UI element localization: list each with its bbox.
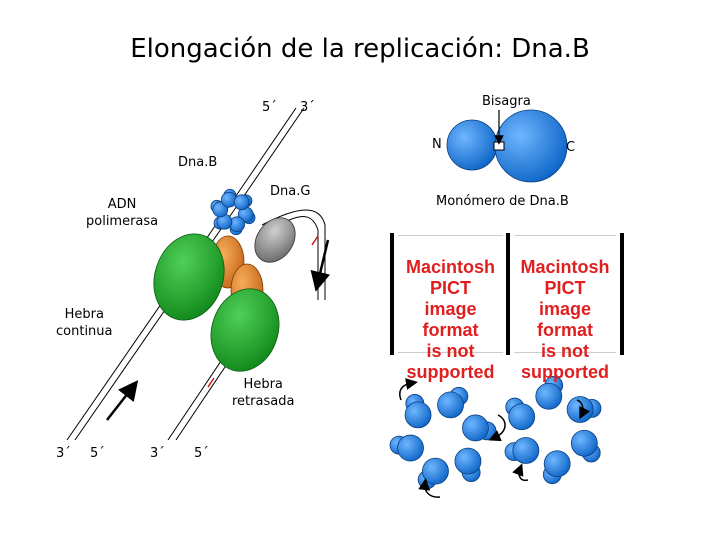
pict-placeholder-text-right: Macintosh PICT image format is not suppo… <box>520 257 610 382</box>
label-bisagra: Bisagra <box>482 94 531 109</box>
label-bottom-3prime-b: 3´ <box>150 446 165 461</box>
hexamer-subunit <box>543 450 571 478</box>
rotation-arrows <box>399 378 591 498</box>
pict-placeholder-text-left: Macintosh PICT image format is not suppo… <box>405 257 495 382</box>
hexamer-subunit <box>454 447 482 475</box>
dnab-hexamer-left <box>389 386 497 490</box>
dnab-hexamer-right <box>504 376 602 484</box>
hexamer-subunit <box>437 391 464 419</box>
label-monomero-dnab: Monómero de Dna.B <box>436 194 569 209</box>
label-c-terminal: C <box>566 140 576 155</box>
hexamer-subunit <box>220 191 237 208</box>
dnab-hexamer-fork <box>210 188 256 236</box>
green-polymerase-lagging <box>210 288 280 372</box>
leading-strand-dna <box>66 107 305 441</box>
pict-placeholder-right: Macintosh PICT image format is not suppo… <box>506 233 624 382</box>
label-bottom-5prime-b: 5´ <box>194 446 209 461</box>
label-adn-polimerasa: ADN polimerasa <box>86 197 159 229</box>
label-top-3prime: 3´ <box>300 100 315 115</box>
hexamer-subunit <box>462 414 489 442</box>
slide-title: Elongación de la replicación: Dna.B <box>130 34 590 64</box>
green-polymerase-leading <box>153 233 225 321</box>
monomer-c-domain <box>494 109 568 183</box>
hexamer-subunit <box>422 457 449 485</box>
lagging-direction-arrow <box>310 239 331 292</box>
hexamer-subunit <box>508 403 536 431</box>
hexamer-subunit <box>512 437 540 464</box>
label-n-terminal: N <box>432 137 442 152</box>
label-top-5prime: 5´ <box>262 100 277 115</box>
label-dnag: Dna.G <box>270 184 311 199</box>
hexamer-subunit <box>233 194 250 211</box>
dnab-monomer <box>446 109 568 183</box>
leading-direction-arrow <box>106 380 139 421</box>
hexamer-subunit <box>570 429 598 457</box>
rna-primer <box>207 235 319 388</box>
label-hebra-retrasada: Hebra retrasada <box>232 377 295 409</box>
label-bottom-5prime-a: 5´ <box>90 446 105 461</box>
label-hebra-continua: Hebra continua <box>56 307 113 339</box>
label-dnab: Dna.B <box>178 155 218 170</box>
hexamer-subunit <box>229 216 246 233</box>
dnag-primase <box>254 217 296 263</box>
pict-placeholder-left: Macintosh PICT image format is not suppo… <box>390 233 511 382</box>
hexamer-subunit <box>566 396 594 423</box>
hexamer-subunit <box>397 434 424 462</box>
monomer-n-domain <box>446 119 498 171</box>
hexamer-subunit <box>535 382 563 410</box>
hexamer-subunit <box>404 401 432 429</box>
monomer-hinge <box>493 141 505 151</box>
label-bottom-3prime-a: 3´ <box>56 446 71 461</box>
